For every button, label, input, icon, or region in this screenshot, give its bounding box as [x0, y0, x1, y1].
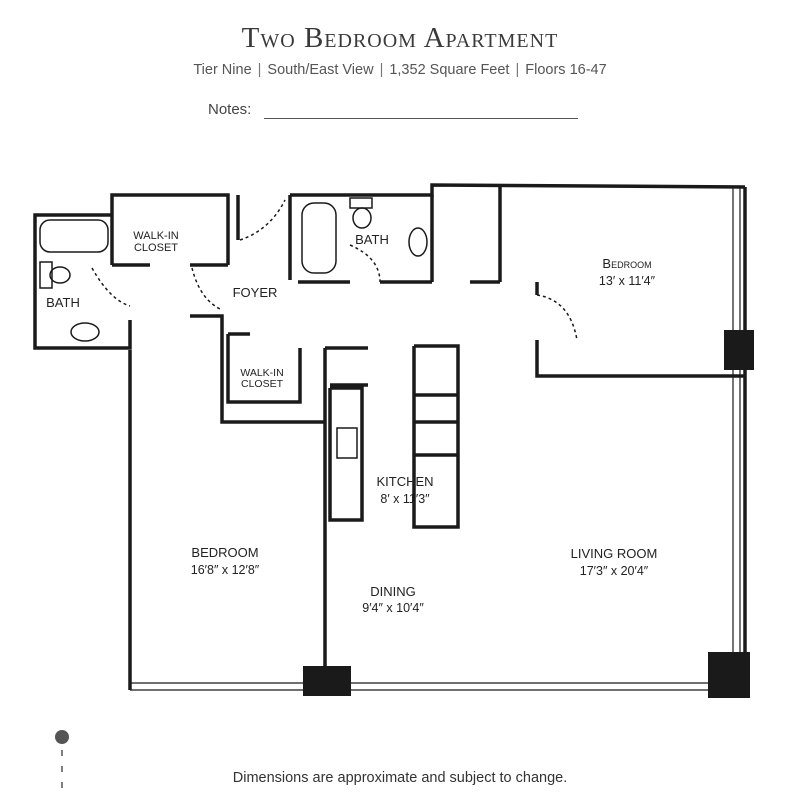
separator: |	[379, 62, 384, 78]
wall	[33, 213, 132, 350]
column	[724, 330, 754, 370]
kitchen-dims: 8′ x 11′3″	[380, 492, 430, 506]
fixtures	[39, 197, 578, 459]
windows	[130, 187, 741, 691]
bedroom-right-label: Bedroom	[602, 256, 651, 271]
disclaimer: Dimensions are approximate and subject t…	[232, 770, 568, 786]
bathtub	[39, 219, 109, 253]
toilet	[49, 266, 71, 284]
separator: |	[515, 62, 520, 78]
living-room-dims: 17′3″ x 20′4″	[580, 564, 649, 578]
wall	[190, 314, 325, 424]
column	[708, 652, 750, 698]
view-label: South/East View	[267, 62, 374, 78]
sink	[70, 322, 100, 342]
wall	[290, 183, 746, 197]
walkin-closet-top-label-1: WALK-IN	[133, 230, 178, 242]
toilet-tank	[39, 261, 53, 289]
dining-dims: 9′4″ x 10′4″	[362, 601, 424, 615]
dining-label: DINING	[370, 584, 416, 599]
notes-label: Notes:	[208, 101, 252, 118]
door-swing	[239, 199, 286, 241]
notes-line[interactable]	[264, 118, 578, 119]
bedroom-right-dims: 13′ x 11′4″	[599, 274, 656, 288]
door-swing	[349, 244, 381, 283]
kitchen-label: KITCHEN	[376, 474, 433, 489]
area-label: 1,352 Square Feet	[389, 62, 510, 78]
columns	[303, 330, 754, 698]
page-marker[interactable]	[55, 730, 69, 744]
walls	[33, 183, 747, 690]
walkin-closet-mid-label-1: WALK-IN	[240, 367, 283, 379]
kitchen-sink	[336, 427, 358, 459]
bathtub	[301, 202, 337, 274]
wall	[226, 334, 302, 404]
walkin-closet-top-label-2: CLOSET	[134, 242, 178, 254]
bedroom-left-label: BEDROOM	[191, 545, 258, 560]
door-swing	[536, 294, 578, 341]
kitchen-counter	[412, 344, 460, 529]
column	[303, 666, 351, 696]
plan-subtitle: Tier Nine | South/East View | 1,352 Square F…	[0, 62, 800, 78]
door-swing	[191, 267, 223, 311]
plan-title: Two Bedroom Apartment	[241, 22, 559, 54]
living-room-label: LIVING ROOM	[571, 546, 658, 561]
separator: |	[257, 62, 262, 78]
walkin-closet-mid-label-2: CLOSET	[241, 378, 284, 390]
floors-label: Floors 16-47	[525, 62, 607, 78]
wall	[110, 193, 230, 265]
bath-center-label: BATH	[355, 232, 389, 247]
bath-left-label: BATH	[46, 295, 80, 310]
bedroom-left-dims: 16′8″ x 12′8″	[191, 563, 260, 577]
door-swing	[91, 267, 131, 307]
wall	[535, 340, 745, 378]
kitchen-counter	[328, 386, 364, 522]
foyer-label: FOYER	[233, 285, 278, 300]
toilet-tank	[349, 197, 373, 209]
toilet	[352, 207, 372, 229]
sink	[408, 227, 428, 257]
tier-label: Tier Nine	[193, 62, 252, 78]
